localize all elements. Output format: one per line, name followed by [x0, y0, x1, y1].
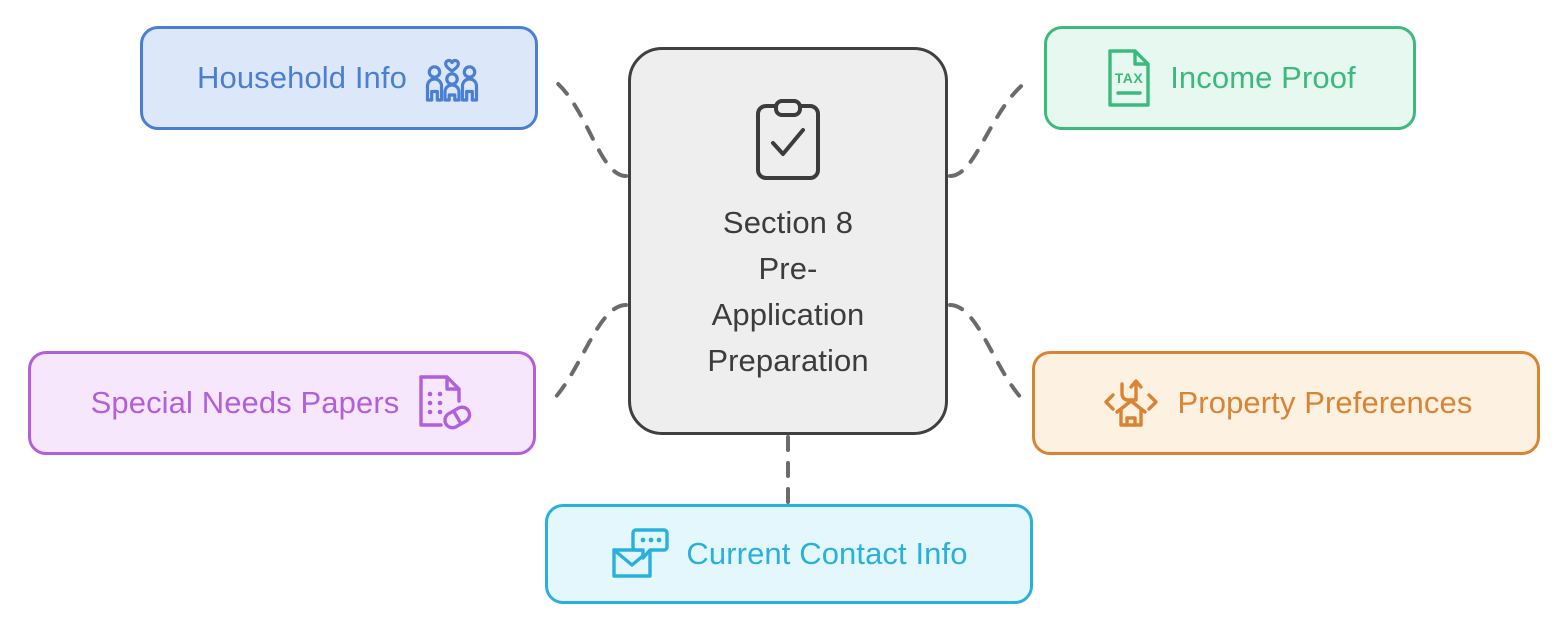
connector-income: [948, 80, 1028, 178]
connector-household: [554, 80, 628, 178]
branch-label-household: Household Info: [197, 60, 407, 95]
connector-special-needs: [550, 303, 628, 403]
branch-node-income[interactable]: TAX Income Proof: [1044, 26, 1416, 130]
family-heart-icon: [423, 49, 481, 107]
tax-document-icon: TAX: [1104, 48, 1154, 108]
branch-label-property: Property Preferences: [1177, 385, 1473, 420]
envelope-chat-icon: [610, 526, 670, 582]
center-node[interactable]: Section 8 Pre- Application Preparation: [628, 47, 948, 435]
center-node-title: Section 8 Pre- Application Preparation: [707, 205, 869, 378]
branch-node-household[interactable]: Household Info: [140, 26, 538, 130]
medical-document-pill-icon: [415, 373, 473, 433]
branch-node-property[interactable]: Property Preferences: [1032, 351, 1540, 455]
branch-node-special-needs[interactable]: Special Needs Papers: [28, 351, 536, 455]
branch-label-special-needs: Special Needs Papers: [90, 385, 400, 420]
branch-label-contact: Current Contact Info: [686, 536, 968, 571]
branch-node-contact[interactable]: Current Contact Info: [545, 504, 1033, 604]
svg-text:TAX: TAX: [1115, 70, 1144, 86]
clipboard-check-icon: [750, 98, 826, 184]
connector-property: [948, 303, 1026, 403]
branch-label-income: Income Proof: [1170, 60, 1356, 95]
house-relocate-icon: [1100, 374, 1162, 432]
